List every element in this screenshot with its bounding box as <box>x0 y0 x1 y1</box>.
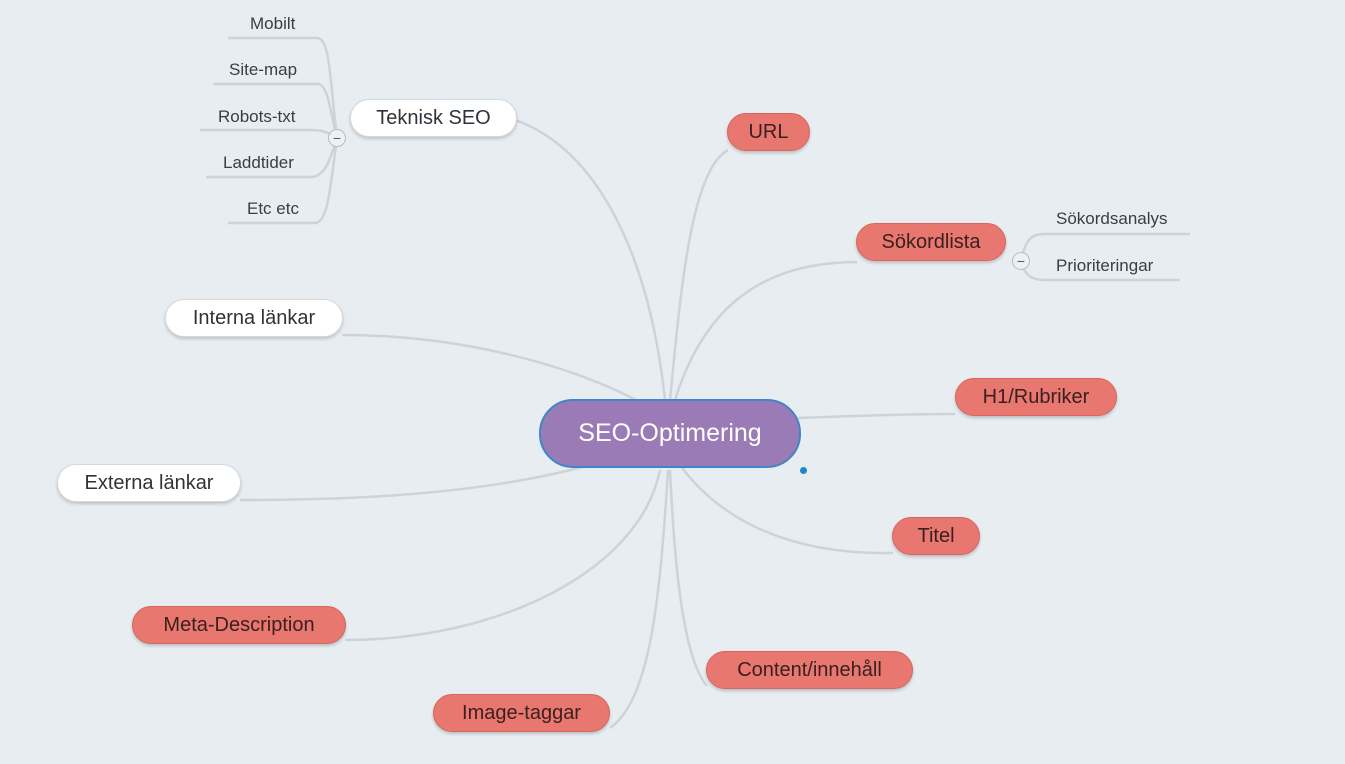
topic-label: Titel <box>917 524 955 547</box>
topic-interna-lankar[interactable]: Interna länkar <box>165 299 343 337</box>
topic-url[interactable]: URL <box>727 113 810 151</box>
central-topic-node[interactable]: SEO-Optimering <box>539 399 801 468</box>
subtopic-robots-txt[interactable]: Robots-txt <box>218 107 296 126</box>
topic-label: Content/innehåll <box>737 658 882 681</box>
subtopic-mobilt[interactable]: Mobilt <box>250 14 296 33</box>
subtopic-sokordsanalys[interactable]: Sökordsanalys <box>1056 209 1168 228</box>
topic-label: Meta-Description <box>163 613 315 636</box>
collapse-toggle-sokordlista[interactable]: − <box>1012 252 1030 270</box>
topic-label: Image-taggar <box>462 701 581 724</box>
central-topic-label: SEO-Optimering <box>578 419 762 447</box>
topic-label: URL <box>748 120 789 143</box>
topic-sokordlista[interactable]: Sökordlista <box>856 223 1006 261</box>
subtopic-laddtider[interactable]: Laddtider <box>223 153 294 172</box>
topic-label: Teknisk SEO <box>376 106 491 129</box>
topic-content-innehall[interactable]: Content/innehåll <box>706 651 913 689</box>
subtopic-prioriteringar[interactable]: Prioriteringar <box>1056 256 1154 275</box>
topic-image-taggar[interactable]: Image-taggar <box>433 694 610 732</box>
subtopic-site-map[interactable]: Site-map <box>229 60 298 79</box>
collapse-toggle-teknisk-seo[interactable]: − <box>328 129 346 147</box>
minus-icon: − <box>1016 253 1026 269</box>
subtopic-etc-etc[interactable]: Etc etc <box>247 199 299 218</box>
topic-meta-description[interactable]: Meta-Description <box>132 606 346 644</box>
topic-titel[interactable]: Titel <box>892 517 980 555</box>
minus-icon: − <box>332 130 342 146</box>
topic-label: Interna länkar <box>192 306 316 329</box>
topic-teknisk-seo[interactable]: Teknisk SEO <box>350 99 517 137</box>
topic-h1-rubriker[interactable]: H1/Rubriker <box>955 378 1117 416</box>
topic-label: Externa länkar <box>84 471 214 494</box>
topic-externa-lankar[interactable]: Externa länkar <box>57 464 241 502</box>
selection-handle[interactable] <box>800 467 807 474</box>
topic-label: Sökordlista <box>881 230 981 253</box>
topic-label: H1/Rubriker <box>982 385 1090 408</box>
